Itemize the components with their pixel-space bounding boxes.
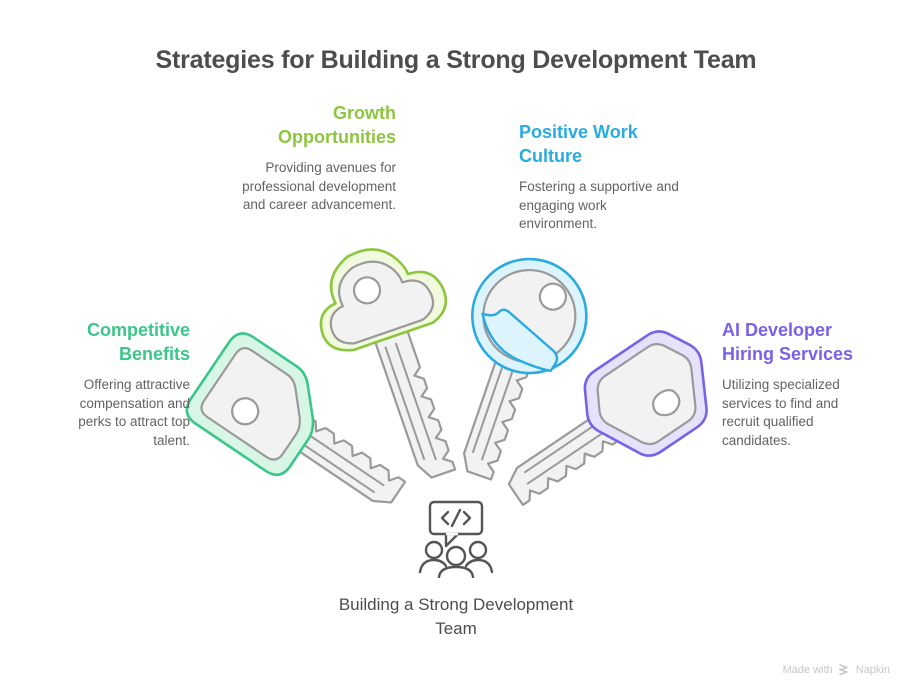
code-speech-bubble-people-icon [418, 500, 494, 579]
napkin-chevrons-logo [838, 664, 848, 676]
strategy-label-benefits: Competitive Benefits Offering attractive… [58, 318, 190, 450]
strategy-description-culture: Fostering a supportive and engaging work… [519, 179, 679, 231]
strategy-heading-benefits: Competitive Benefits [86, 320, 190, 364]
center-caption: Building a Strong Development Team [338, 595, 574, 638]
strategy-heading-hiring: AI Developer Hiring Services [722, 320, 854, 364]
watermark-brand: Napkin [855, 663, 890, 676]
strategy-heading-culture: Positive Work Culture [519, 122, 638, 166]
key-culture [457, 257, 588, 481]
watermark-prefix: Made with [782, 663, 833, 676]
strategy-label-hiring: AI Developer Hiring Services Utilizing s… [722, 318, 877, 450]
strategy-description-benefits: Offering attractive compensation and per… [78, 377, 190, 448]
key-growth [319, 248, 457, 482]
strategy-heading-growth: Growth Opportunities [278, 103, 396, 147]
strategy-description-growth: Providing avenues for professional devel… [242, 160, 396, 212]
strategy-label-growth: Growth Opportunities Providing avenues f… [226, 101, 396, 215]
strategy-description-hiring: Utilizing specialized services to find a… [722, 377, 840, 448]
page-title: Strategies for Building a Strong Develop… [155, 46, 757, 74]
center-node: Building a Strong Development Team [336, 500, 576, 641]
strategy-label-culture: Positive Work Culture Fostering a suppor… [519, 120, 687, 234]
watermark: Made with Napkin [783, 663, 890, 676]
